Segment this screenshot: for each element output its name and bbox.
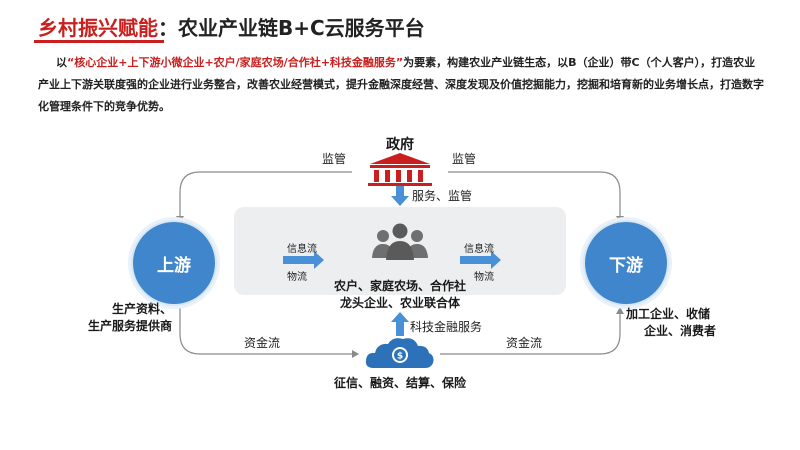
line-finance-to-downstream	[440, 307, 624, 355]
title-underline	[34, 40, 164, 43]
gov-down-arrow-label: 服务、监管	[412, 189, 473, 203]
out-logistics-label: 物流	[474, 272, 494, 283]
title-highlight: 乡村振兴赋能	[38, 16, 158, 40]
funds-flow-left-label: 资金流	[244, 336, 281, 350]
arrow-info-in	[283, 251, 324, 269]
svg-text:$: $	[397, 352, 403, 362]
upstream-desc-line2: 生产服务提供商	[87, 319, 172, 333]
people-group-icon	[372, 223, 428, 260]
line-upstream-to-finance	[179, 308, 359, 358]
intro-body: 为要素，构建农业产业链生态，以B（企业）带C（个人客户），打造农业产业上下游关联…	[38, 56, 764, 113]
downstream-desc-line1: 加工企业、收储	[626, 307, 711, 321]
arrow-info-out	[460, 251, 501, 269]
finance-label: 征信、融资、结算、保险	[333, 376, 466, 390]
finance-up-arrow-label: 科技金融服务	[410, 320, 483, 334]
intro-lead: 以	[56, 56, 67, 69]
title-rest: ：农业产业链B+C云服务平台	[158, 16, 425, 40]
center-line1: 农户、家庭农场、合作社	[333, 279, 466, 293]
government-building-icon	[368, 153, 432, 186]
upstream-node: 上游	[133, 222, 215, 304]
line-gov-to-upstream	[176, 171, 352, 223]
arrow-gov-down	[391, 186, 409, 206]
arrow-finance-up	[391, 312, 409, 336]
downstream-node: 下游	[585, 222, 667, 304]
downstream-desc-line2: 企业、消费者	[644, 324, 717, 338]
intro-paragraph: 以“核心企业+上下游小微企业+农户/家庭农场/合作社+科技金融服务”为要素，构建…	[38, 52, 766, 118]
page-title: 乡村振兴赋能：农业产业链B+C云服务平台	[38, 12, 425, 41]
money-cloud-icon: $	[365, 338, 434, 368]
out-info-flow-label: 信息流	[464, 244, 494, 255]
in-info-flow-label: 信息流	[287, 244, 317, 255]
gov-left-arrow-label: 监管	[322, 152, 347, 166]
in-logistics-label: 物流	[287, 272, 307, 283]
line-gov-to-downstream	[448, 171, 624, 223]
government-label: 政府	[386, 137, 414, 153]
gov-right-arrow-label: 监管	[452, 152, 477, 166]
upstream-desc-line1: 生产资料、	[111, 302, 172, 316]
funds-flow-right-label: 资金流	[506, 336, 543, 350]
center-line2: 龙头企业、农业联合体	[339, 296, 460, 310]
intro-quote: “核心企业+上下游小微企业+农户/家庭农场/合作社+科技金融服务”	[67, 56, 404, 69]
